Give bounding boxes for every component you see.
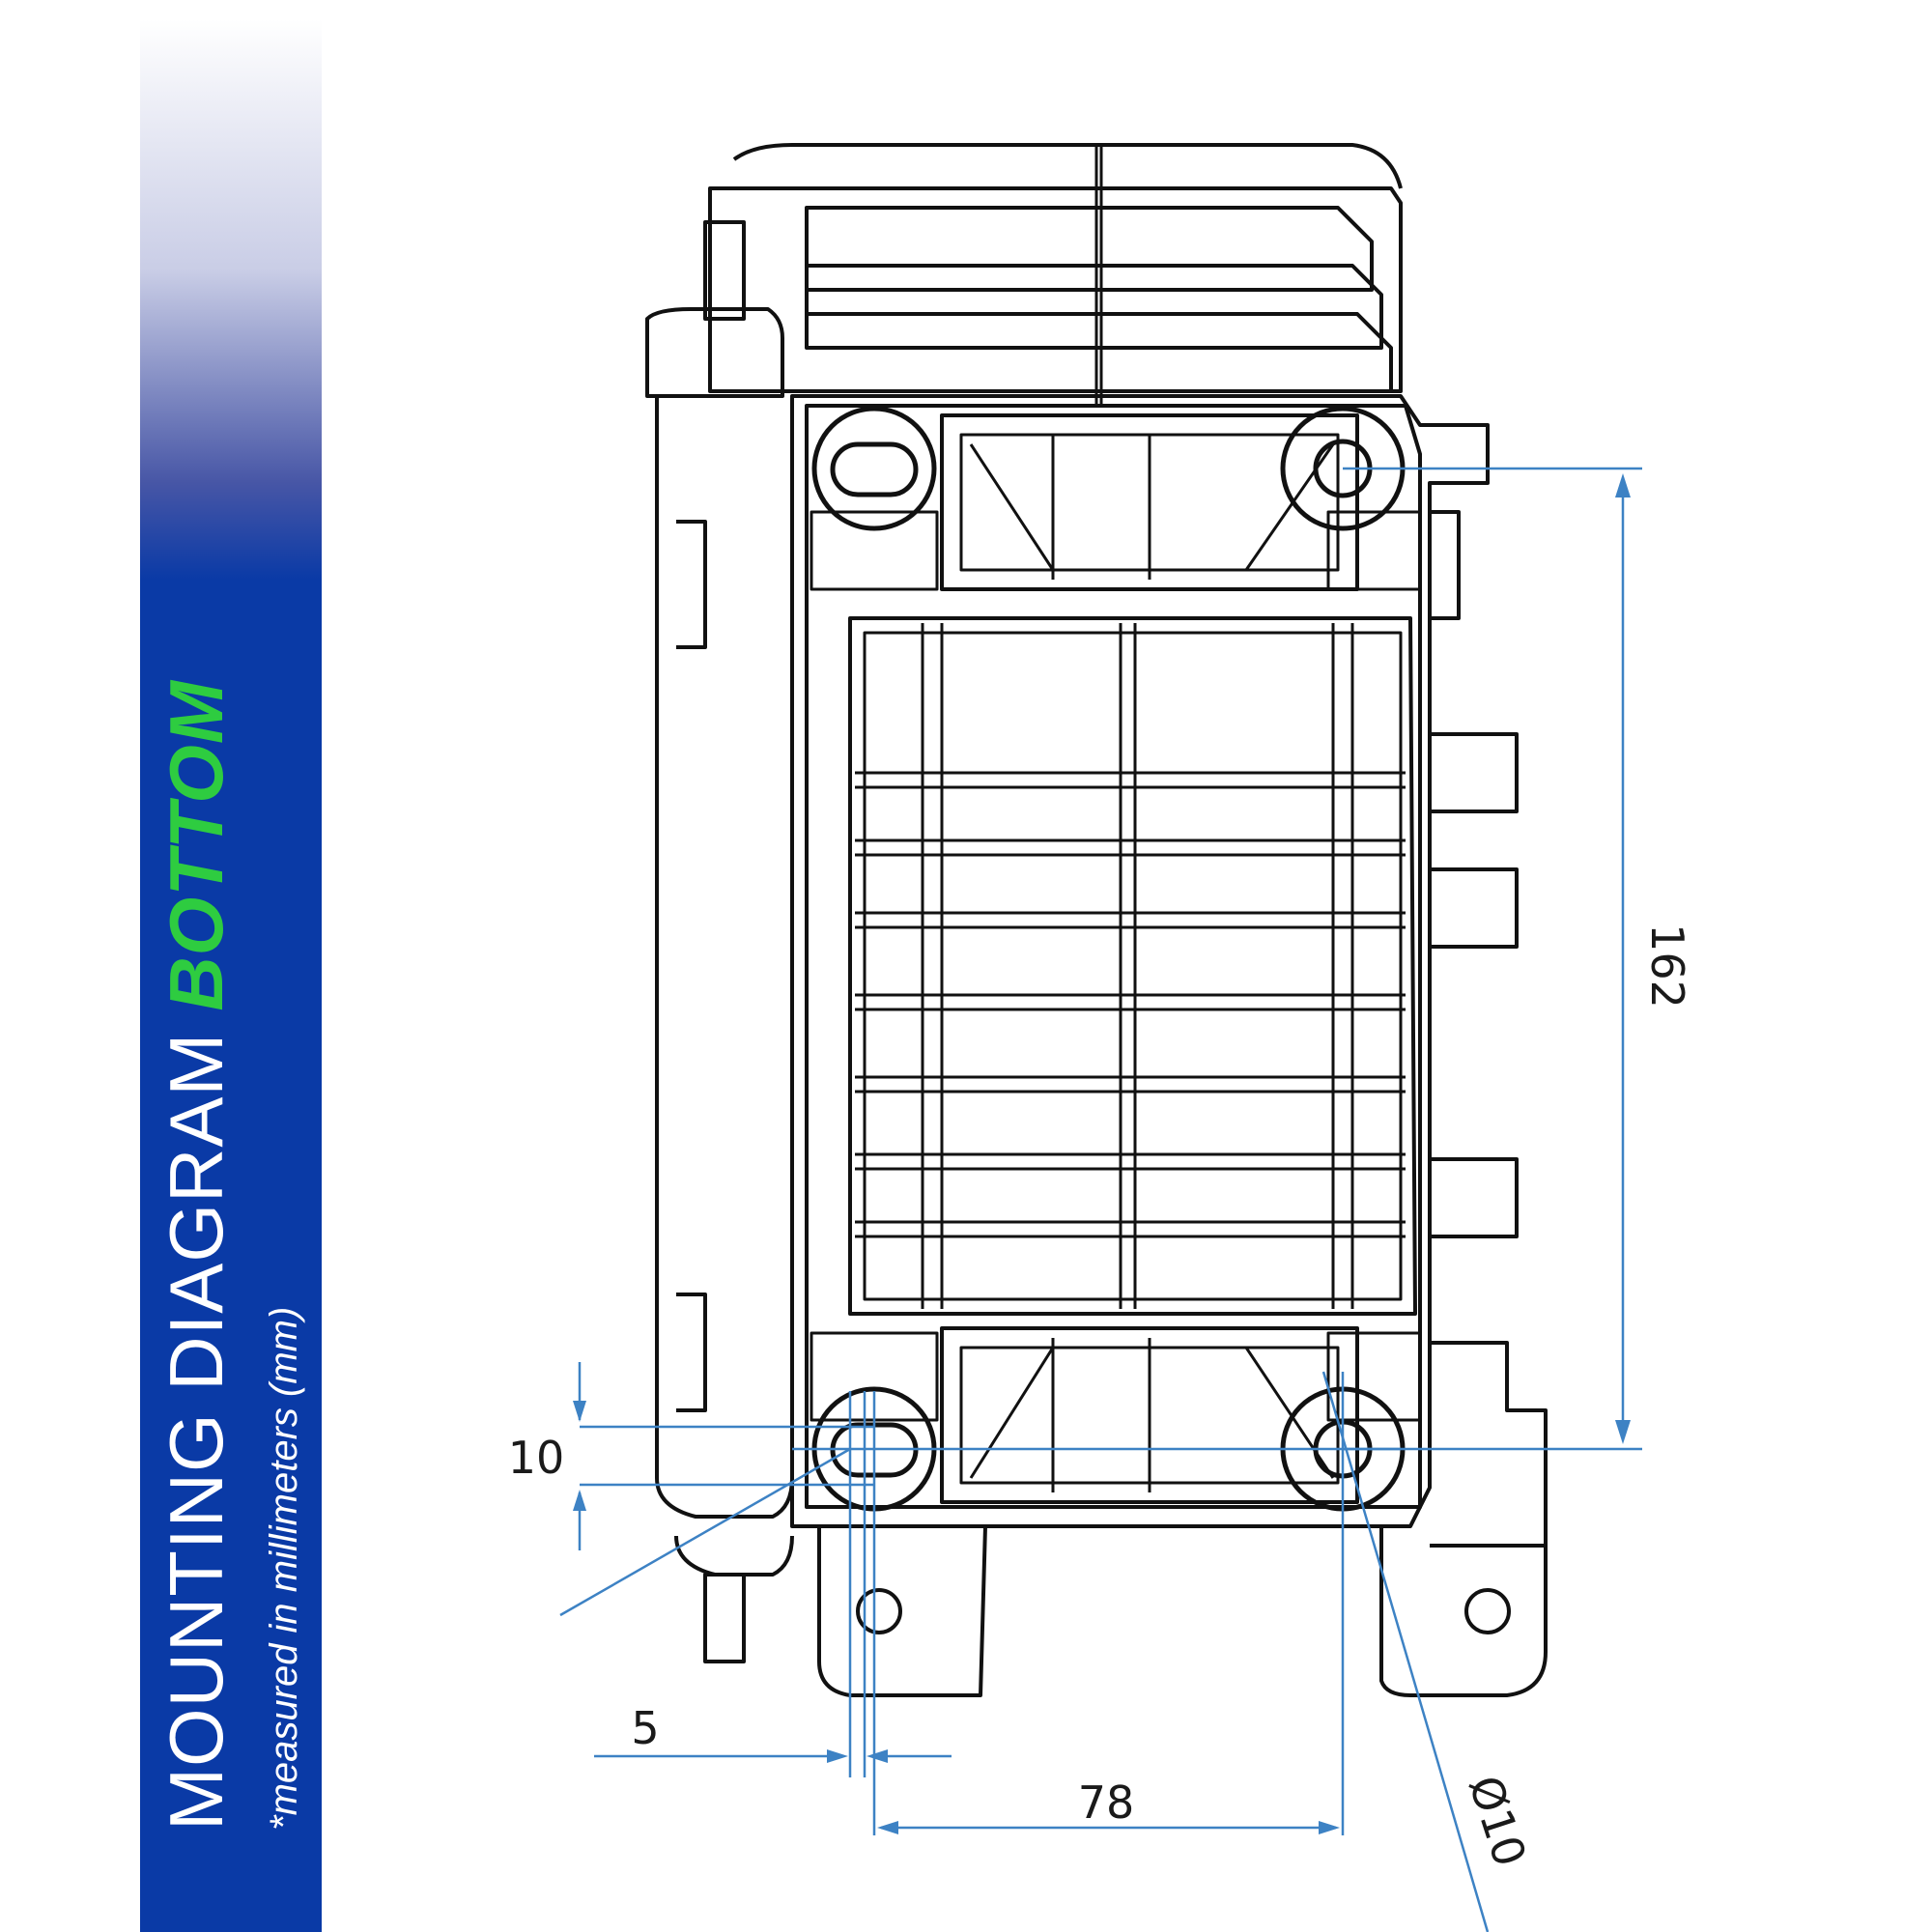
arrow-78-right bbox=[1319, 1821, 1340, 1834]
bottom-ribs bbox=[969, 1338, 1335, 1492]
dimension-lines bbox=[559, 467, 1642, 1932]
arrow-10-top bbox=[573, 1401, 586, 1422]
cylinder-head bbox=[708, 186, 1403, 393]
pipe-neck-top bbox=[703, 220, 746, 321]
top-right-pocket bbox=[1326, 510, 1422, 591]
title-sidebar bbox=[140, 0, 322, 1932]
crankcase-inner bbox=[805, 404, 1422, 1509]
right-foot bbox=[1379, 1526, 1548, 1697]
right-bracket bbox=[1430, 1341, 1548, 1548]
slot-top-left bbox=[830, 441, 919, 497]
side-tab-2 bbox=[676, 1293, 707, 1412]
arrow-78-left bbox=[877, 1821, 898, 1834]
cooling-fin-2 bbox=[805, 264, 1383, 350]
cooling-fin-3 bbox=[807, 312, 1393, 393]
bottom-flange bbox=[940, 1326, 1359, 1504]
oil-pan-ribs bbox=[855, 623, 1406, 1309]
engine-outline bbox=[645, 143, 1548, 1697]
bottom-flange-inner bbox=[959, 1346, 1340, 1485]
dim-10-label: 10 bbox=[508, 1432, 565, 1484]
right-foot-hole bbox=[1464, 1588, 1511, 1634]
left-foot-hole bbox=[856, 1588, 902, 1634]
right-tab-2 bbox=[1430, 867, 1519, 949]
pipe-flange-top bbox=[645, 307, 784, 398]
cooling-fin-1 bbox=[805, 206, 1374, 292]
top-ribs bbox=[969, 435, 1335, 580]
dia-leader bbox=[1321, 1371, 1490, 1932]
arrow-5-left bbox=[827, 1749, 848, 1763]
dimension-arrows bbox=[573, 473, 1631, 1834]
crankcase-body bbox=[790, 394, 1490, 1528]
dim-78-label: 78 bbox=[1078, 1776, 1135, 1829]
dim-5-label: 5 bbox=[631, 1702, 659, 1754]
arrow-162-bottom bbox=[1615, 1420, 1631, 1444]
right-tab-3 bbox=[1430, 1157, 1519, 1238]
boss-top-left bbox=[811, 406, 937, 531]
arrow-5-right bbox=[867, 1749, 888, 1763]
top-left-pocket bbox=[810, 510, 939, 591]
right-tab-4 bbox=[1430, 510, 1461, 620]
arrow-162-top bbox=[1615, 473, 1631, 497]
pipe-flange-bottom bbox=[674, 1535, 794, 1577]
head-top bbox=[732, 143, 1403, 189]
slot-leader bbox=[559, 1447, 851, 1617]
right-tab-1 bbox=[1430, 732, 1519, 813]
pipe-neck-bottom bbox=[703, 1573, 746, 1663]
left-foot bbox=[817, 1525, 987, 1697]
side-tab-1 bbox=[676, 520, 707, 649]
bottom-left-pocket bbox=[810, 1331, 939, 1422]
dim-162-label: 162 bbox=[1641, 923, 1693, 1009]
oil-pan-inner bbox=[863, 631, 1403, 1301]
top-flange-inner bbox=[959, 433, 1340, 572]
side-pipe bbox=[655, 396, 794, 1519]
oil-pan bbox=[848, 616, 1417, 1316]
arrow-10-bottom bbox=[573, 1490, 586, 1511]
dim-diameter-label: Ø10 bbox=[1459, 1770, 1537, 1873]
